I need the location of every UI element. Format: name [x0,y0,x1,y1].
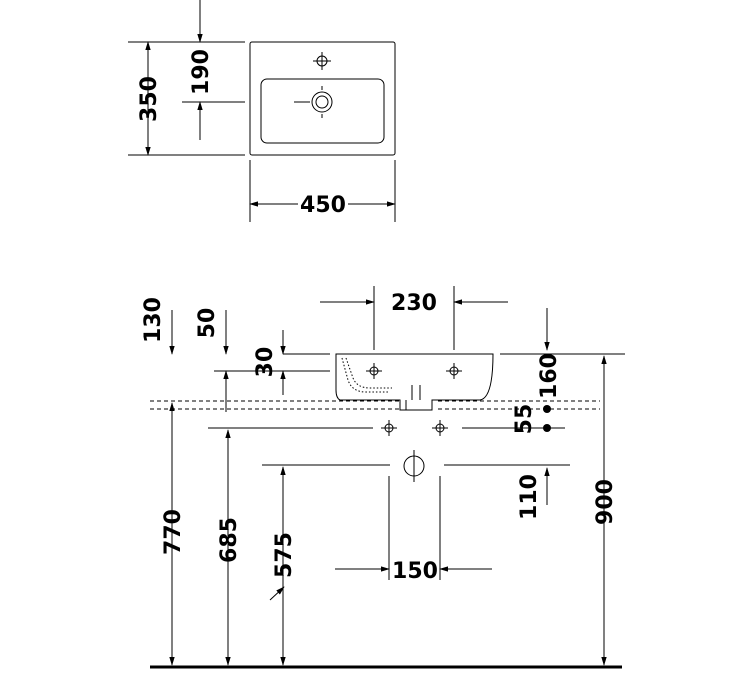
dim-230-label: 230 [391,291,437,316]
waste-connection-icon [403,450,425,482]
dim-190-label: 190 [189,49,214,95]
drain-icon [294,86,333,118]
bowl-outline [260,78,385,144]
dim-160-label: 160 [537,353,562,399]
ref-dot-upper [543,405,551,413]
elevation-view: 230 130 50 30 160 55 110 900 770 685 575 [141,286,625,669]
tap-hole-icon [313,52,331,70]
plan-view: 350 190 450 [128,0,396,222]
dim-110-label: 110 [517,474,542,520]
dim-30-label: 30 [253,347,278,378]
cold-supply-icon [381,420,397,436]
basin-outline [249,41,396,156]
dim-150-label: 150 [392,559,438,584]
dim-770-label: 770 [161,509,186,555]
tap-hole-right-icon [446,363,462,379]
dim-130-label: 130 [141,297,166,343]
dim-685-label: 685 [217,517,242,563]
tap-hole-left-icon [366,363,382,379]
dim-350-label: 350 [137,76,162,122]
hot-supply-icon [432,420,448,436]
dim-50-label: 50 [195,308,220,339]
dim-900-label: 900 [593,479,618,525]
basin-elevation [335,353,494,411]
dim-575-label: 575 [272,532,297,578]
dim-55-label: 55 [512,404,537,435]
ref-dot-lower [543,424,551,432]
dim-450-label: 450 [300,193,346,218]
